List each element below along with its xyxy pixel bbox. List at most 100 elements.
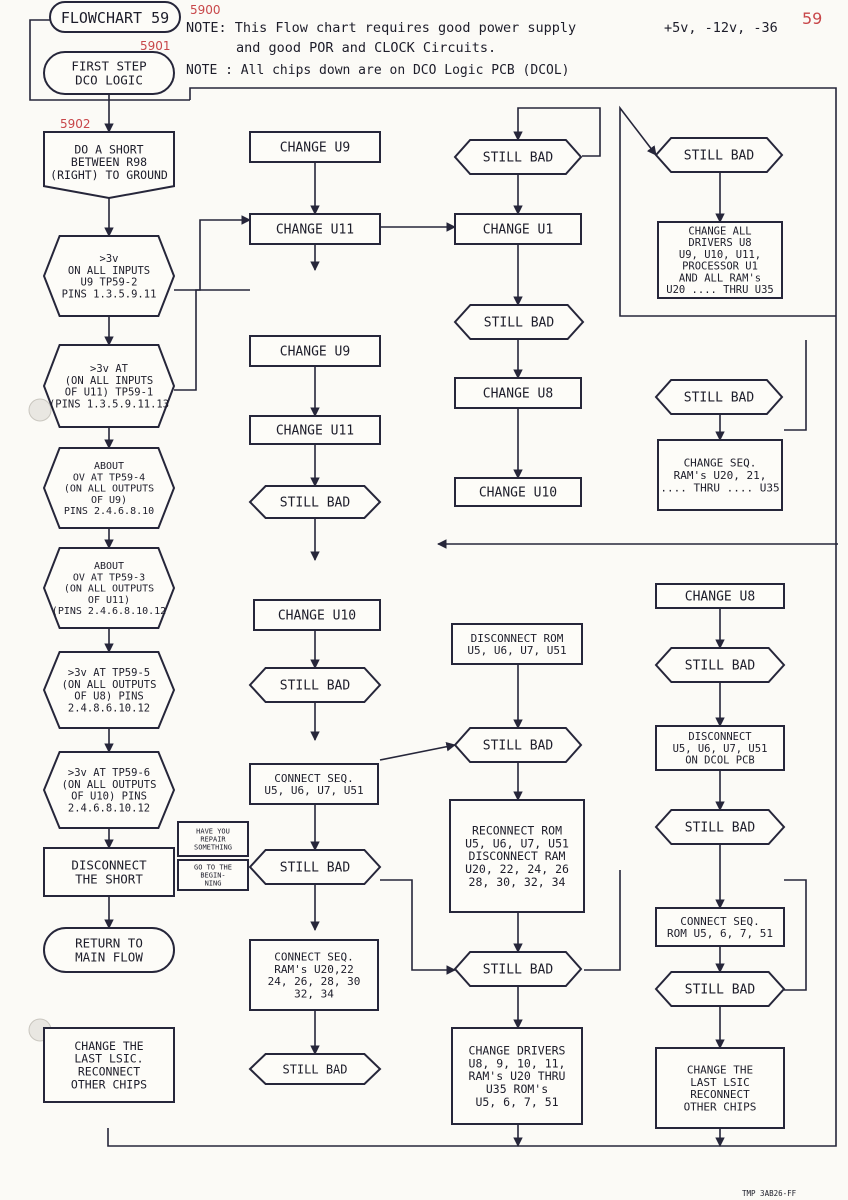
left-step-3-shape: [42, 344, 176, 428]
left-step-2-line-4: PINS 1.3.5.9.11: [62, 288, 157, 300]
col2-step-4-shape: [249, 415, 381, 445]
col3-step-10-line-2: U8, 9, 10, 11,: [469, 1056, 566, 1070]
left-step-5-line-2: OV AT TP59-3: [73, 572, 145, 583]
note-box-begin-line-2: BEGIN-: [200, 872, 225, 880]
left-step-9-shape: [43, 927, 175, 973]
footer-stamp: TMP 3AB26-FF: [742, 1189, 797, 1198]
note-power-voltages: +5v, -12v, -36: [664, 20, 778, 36]
col4-step-4-line-1: CHANGE SEQ.: [684, 457, 757, 470]
col4-step-2-line-3: U9, U10, U11,: [679, 249, 761, 261]
col3-step-10-line-1: CHANGE DRIVERS: [469, 1043, 566, 1057]
left-step-5-line-4: OF U11): [88, 595, 130, 606]
left-step-2-line-3: U9 TP59-2: [81, 277, 138, 289]
col2-step-4-line-1: CHANGE U11: [276, 424, 354, 439]
wire-outer-loop: [107, 87, 837, 1147]
left-step-1-line-2: BETWEEN R98: [71, 155, 147, 169]
wire-c4-side: [784, 340, 807, 431]
left-step-1-line-3: (RIGHT) TO GROUND: [50, 168, 168, 182]
col2-step-1-line-1: CHANGE U9: [280, 141, 350, 156]
note-box-begin-line-1: GO TO THE: [194, 864, 232, 872]
first-step-box-line-1: FIRST STEP: [71, 59, 146, 74]
left-step-4-line-4: OF U9): [91, 495, 127, 506]
note-box-repair-line-1: HAVE YOU: [196, 828, 230, 836]
col3-step-1-line-1: STILL BAD: [483, 151, 554, 166]
note-box-begin-shape: [177, 859, 249, 891]
left-step-6-line-2: (ON ALL OUTPUTS: [62, 679, 157, 691]
left-step-10-line-3: RECONNECT: [78, 1065, 140, 1079]
wire-title-loop: [29, 19, 190, 101]
first-step-box-line-2: DCO LOGIC: [75, 73, 143, 88]
wire-left-a: [174, 215, 251, 291]
col3-step-6-shape: [451, 623, 583, 665]
col2-step-5-shape: [248, 485, 382, 519]
col3-step-10-line-4: U35 ROM's: [486, 1082, 548, 1096]
left-step-5-line-5: (PINS 2.4.6.8.10.12: [52, 606, 166, 617]
note-box-begin-line-3: NING: [205, 879, 222, 887]
col3-step-6-line-1: DISCONNECT ROM: [471, 632, 564, 645]
col4-step-5-shape: [655, 583, 785, 609]
left-step-7-line-3: OF U10) PINS: [71, 791, 147, 803]
col4-step-9-shape: [655, 907, 785, 947]
col3-step-4-shape: [454, 377, 582, 409]
col4-step-6-shape: [654, 647, 786, 683]
page-number: 59: [802, 9, 822, 28]
col2-step-8-line-2: U5, U6, U7, U51: [264, 784, 363, 797]
left-step-7-line-2: (ON ALL OUTPUTS: [62, 779, 157, 791]
col3-step-2-line-1: CHANGE U1: [483, 223, 553, 238]
col2-step-8-shape: [249, 763, 379, 805]
flowchart-title: FLOWCHART 59: [61, 9, 169, 27]
left-step-5-line-3: (ON ALL OUTPUTS: [64, 584, 154, 595]
note-power-line-2: and good POR and CLOCK Circuits.: [236, 40, 496, 56]
note-power-line-1: NOTE: This Flow chart requires good powe…: [186, 20, 576, 36]
left-step-2-line-1: >3v: [100, 253, 119, 265]
col2-step-11-shape: [248, 1053, 382, 1085]
left-step-6-line-1: >3v AT TP59-5: [68, 667, 150, 679]
col3-step-5-shape: [454, 477, 582, 507]
col4-step-11-line-2: LAST LSIC: [690, 1076, 750, 1089]
left-step-6-line-3: OF U8) PINS: [74, 691, 144, 703]
col2-step-10-line-2: RAM's U20,22: [274, 963, 353, 976]
left-step-4-line-1: ABOUT: [94, 461, 124, 472]
col4-step-8-shape: [654, 809, 786, 845]
col2-step-11-line-1: STILL BAD: [282, 1062, 347, 1076]
col2-step-3-line-1: CHANGE U9: [280, 345, 350, 360]
wire-left-b: [174, 289, 250, 391]
note-box-repair-line-3: SOMETHING: [194, 843, 232, 851]
col4-step-9-line-2: ROM U5, 6, 7, 51: [667, 927, 773, 940]
col2-step-8-line-1: CONNECT SEQ.: [274, 772, 353, 785]
punch-hole-1: [28, 398, 52, 422]
left-step-8-line-1: DISCONNECT: [71, 858, 147, 873]
col2-step-10-line-4: 32, 34: [294, 987, 334, 1000]
col4-step-7-line-1: DISCONNECT: [688, 731, 752, 743]
col3-step-9-shape: [453, 951, 583, 987]
left-step-9-line-2: MAIN FLOW: [75, 950, 143, 965]
left-step-7-line-1: >3v AT TP59-6: [68, 767, 150, 779]
col3-step-8-line-1: RECONNECT ROM: [472, 823, 562, 837]
left-step-2-shape: [42, 235, 176, 317]
left-step-6-shape: [42, 651, 176, 729]
left-step-7-shape: [42, 751, 176, 829]
col2-step-5-line-1: STILL BAD: [280, 496, 351, 511]
col4-step-4-shape: [657, 439, 783, 511]
left-step-3-line-3: OF U11) TP59-1: [65, 387, 154, 399]
col4-step-11-shape: [655, 1047, 785, 1129]
col2-step-6-shape: [253, 599, 381, 631]
note-dcol: NOTE : All chips down are on DCO Logic P…: [186, 63, 570, 78]
col3-step-10-line-3: RAM's U20 THRU: [469, 1069, 566, 1083]
left-step-10-line-1: CHANGE THE: [74, 1039, 143, 1053]
note-box-repair-shape: [177, 821, 249, 857]
col2-step-3-shape: [249, 335, 381, 367]
ref-5900: 5900: [190, 3, 221, 17]
col4-step-3-shape: [654, 379, 784, 415]
col3-step-1-shape: [453, 139, 583, 175]
col2-step-9-shape: [248, 849, 382, 885]
wire-c2-c3-low: [380, 879, 456, 975]
col2-step-10-shape: [249, 939, 379, 1011]
col4-step-1-shape: [654, 137, 784, 173]
col4-step-9-line-1: CONNECT SEQ.: [680, 915, 759, 928]
left-step-10-line-4: OTHER CHIPS: [71, 1077, 147, 1091]
left-step-4-line-5: PINS 2.4.6.8.10: [64, 506, 154, 517]
left-step-3-line-2: (ON ALL INPUTS: [65, 375, 154, 387]
left-step-3-line-1: >3v AT: [90, 363, 129, 375]
